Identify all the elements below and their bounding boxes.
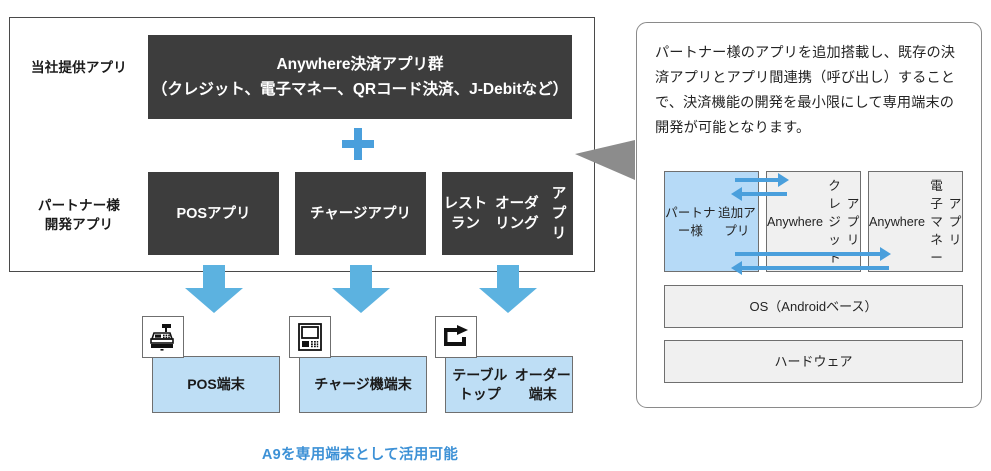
anywhere-box-line1: Anywhere決済アプリ群 [276, 56, 444, 73]
row-label-partner-apps: パートナー様開発アプリ [37, 198, 121, 232]
stack-box-hardware: ハードウェア [664, 340, 963, 383]
device-box-charge: チャージ機端末 [299, 356, 427, 413]
partner-app-box-charge: チャージアプリ [295, 172, 426, 255]
interop-arrow-shaft-bottom-left [742, 266, 889, 270]
interop-arrow-head-top-left [731, 187, 742, 201]
tabletop-order-icon [435, 316, 477, 358]
stack-box-os: OS（Androidベース） [664, 285, 963, 328]
down-arrow-icon-charge [332, 265, 390, 313]
row-label-own-apps: 当社提供アプリ [31, 60, 127, 75]
interop-arrow-shaft-top-right [735, 178, 780, 182]
interop-arrow-shaft-bottom-right [735, 252, 882, 256]
down-arrow-icon-pos [185, 265, 243, 313]
plus-icon [340, 126, 376, 162]
anywhere-payment-apps-box: Anywhere決済アプリ群 （クレジット、電子マネー、QRコード決済、J-De… [148, 35, 572, 119]
interop-arrow-head-bottom-left [731, 261, 742, 275]
device-box-pos: POS端末 [152, 356, 280, 413]
connector-arrow-icon [575, 140, 635, 180]
right-panel-description: パートナー様のアプリを追加搭載し、既存の決済アプリとアプリ間連携（呼び出し）する… [655, 45, 956, 136]
stack-box-partner-app: パートナー様追加アプリ [664, 171, 759, 272]
bottom-caption: A9を専用端末として活用可能 [261, 447, 459, 463]
down-arrow-icon-order [479, 265, 537, 313]
charge-machine-icon [289, 316, 331, 358]
device-box-tabletop-order: テーブルトップオーダー端末 [445, 356, 573, 413]
partner-app-box-pos: POSアプリ [148, 172, 279, 255]
interop-arrow-head-top-right [778, 173, 789, 187]
cash-register-icon [142, 316, 184, 358]
partner-app-box-restaurant-ordering: レストランオーダリングアプリ [442, 172, 573, 255]
anywhere-box-line2: （クレジット、電子マネー、QRコード決済、J-Debitなど） [151, 81, 569, 98]
interop-arrow-head-bottom-right [880, 247, 891, 261]
interop-arrow-shaft-top-left [742, 192, 787, 196]
